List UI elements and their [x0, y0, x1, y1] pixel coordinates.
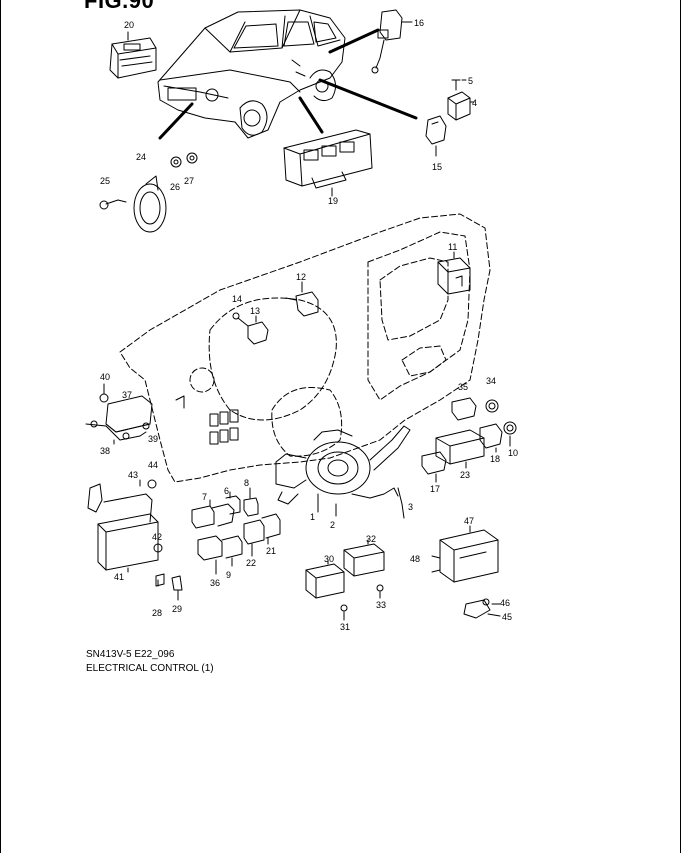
callout-44: 44 — [148, 460, 158, 470]
callout-48: 48 — [410, 554, 420, 564]
callout-19: 19 — [328, 196, 338, 206]
callout-25: 25 — [100, 176, 110, 186]
horn-assembly — [99, 152, 198, 233]
part-1-combination-switch — [275, 425, 411, 519]
location-leaders — [158, 28, 418, 140]
parts-30-33 — [305, 539, 385, 621]
instrument-panel-outline — [119, 213, 491, 483]
callout-41: 41 — [114, 572, 124, 582]
callout-7: 7 — [202, 492, 207, 502]
callout-27: 27 — [184, 176, 194, 186]
dash-switch-blanks — [175, 395, 239, 445]
relay-bracket-37-38 — [85, 383, 153, 445]
control-unit-41-43 — [87, 479, 183, 601]
callout-15: 15 — [432, 162, 442, 172]
callout-20: 20 — [124, 20, 134, 30]
center-switch-group — [191, 487, 281, 575]
callout-31: 31 — [340, 622, 350, 632]
right-switch-group — [421, 397, 517, 483]
callout-10: 10 — [508, 448, 518, 458]
callout-2: 2 — [330, 520, 335, 530]
callout-46: 46 — [500, 598, 510, 608]
callout-16: 16 — [414, 18, 424, 28]
part-19-window-switch — [283, 129, 373, 197]
left-frame-line — [0, 0, 1, 853]
callout-32: 32 — [366, 534, 376, 544]
callout-14: 14 — [232, 294, 242, 304]
vehicle-illustration — [157, 9, 346, 139]
callout-13: 13 — [250, 306, 260, 316]
callout-11: 11 — [448, 242, 457, 252]
callout-5: 5 — [468, 76, 473, 86]
callout-28: 28 — [152, 608, 162, 618]
callout-33: 33 — [376, 600, 386, 610]
callout-8: 8 — [244, 478, 249, 488]
callout-18: 18 — [490, 454, 500, 464]
callout-26: 26 — [170, 182, 180, 192]
callout-36: 36 — [210, 578, 220, 588]
callout-40: 40 — [100, 372, 110, 382]
callout-37: 37 — [122, 390, 132, 400]
callout-12: 12 — [296, 272, 306, 282]
callout-22: 22 — [246, 558, 256, 568]
callout-39: 39 — [148, 434, 158, 444]
part-20-switch — [109, 31, 157, 79]
callout-23: 23 — [460, 470, 470, 480]
callout-43: 43 — [128, 470, 138, 480]
callout-4: 4 — [472, 98, 477, 108]
callout-3: 3 — [408, 502, 413, 512]
callout-38: 38 — [100, 446, 110, 456]
callout-1: 1 — [310, 512, 315, 522]
parts-12-13-14 — [232, 281, 319, 345]
callout-35: 35 — [458, 382, 468, 392]
callout-30: 30 — [324, 554, 334, 564]
callout-21: 21 — [266, 546, 276, 556]
callout-9: 9 — [226, 570, 231, 580]
part-16-sensor — [371, 9, 413, 74]
callout-24: 24 — [136, 152, 146, 162]
part-11-switch — [437, 251, 471, 295]
callout-6: 6 — [224, 486, 229, 496]
callout-labels: 20 16 5 4 15 19 24 25 26 27 11 12 14 13 … — [100, 18, 518, 632]
callout-34: 34 — [486, 376, 496, 386]
callout-47: 47 — [464, 516, 474, 526]
callout-45: 45 — [502, 612, 512, 622]
figure-name: ELECTRICAL CONTROL (1) — [86, 663, 214, 674]
right-frame-line — [680, 0, 681, 853]
unit-47-bracket-45 — [431, 525, 501, 619]
figure-title: FIG.90 — [84, 0, 155, 13]
callout-42: 42 — [152, 532, 162, 542]
callout-17: 17 — [430, 484, 440, 494]
figure-code: SN413V-5 E22_096 — [86, 649, 175, 660]
callout-29: 29 — [172, 604, 182, 614]
parts-4-5-15 — [425, 79, 475, 157]
